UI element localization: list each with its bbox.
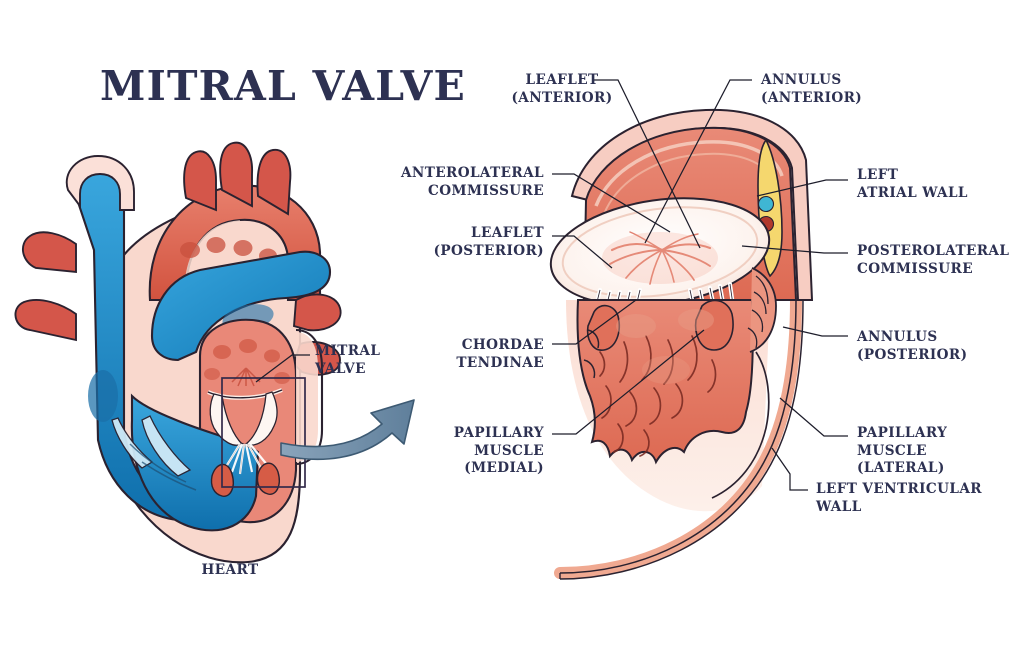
label-annulus-anterior: ANNULUS (ANTERIOR) bbox=[761, 72, 863, 106]
mitral-valve-orifice bbox=[549, 197, 771, 307]
zoom-arrow bbox=[280, 399, 415, 461]
label-chordae-tendinae: CHORDAE TENDINAE bbox=[456, 337, 544, 371]
posterior-annulus-scallops bbox=[747, 267, 777, 353]
label-posterolateral-commissure: POSTEROLATERAL COMMISSURE bbox=[857, 243, 1010, 277]
label-papillary-muscle-medial: PAPILLARY MUSCLE (MEDIAL) bbox=[453, 425, 544, 476]
label-papillary-muscle-lateral: PAPILLARY MUSCLE (LATERAL) bbox=[857, 425, 948, 476]
heart-overview-art bbox=[14, 141, 415, 564]
label-annulus-posterior: ANNULUS (POSTERIOR) bbox=[857, 329, 968, 363]
mitral-valve-detail-art bbox=[549, 79, 848, 580]
label-anterolateral-commissure: ANTEROLATERAL COMMISSURE bbox=[400, 165, 544, 199]
label-leaflet-anterior: LEAFLET (ANTERIOR) bbox=[511, 72, 613, 106]
mitral-valve-callout: MITRAL VALVE bbox=[315, 343, 381, 377]
label-left-atrial-wall: LEFT ATRIAL WALL bbox=[857, 167, 968, 201]
label-leaflet-posterior: LEAFLET (POSTERIOR) bbox=[433, 225, 544, 259]
label-left-ventricular-wall: LEFT VENTRICULAR WALL bbox=[816, 481, 983, 515]
leader-lines bbox=[552, 79, 848, 491]
zoom-selection-box bbox=[221, 377, 306, 488]
page-title: MITRAL VALVE bbox=[100, 62, 466, 110]
heart-caption: HEART bbox=[201, 562, 259, 578]
